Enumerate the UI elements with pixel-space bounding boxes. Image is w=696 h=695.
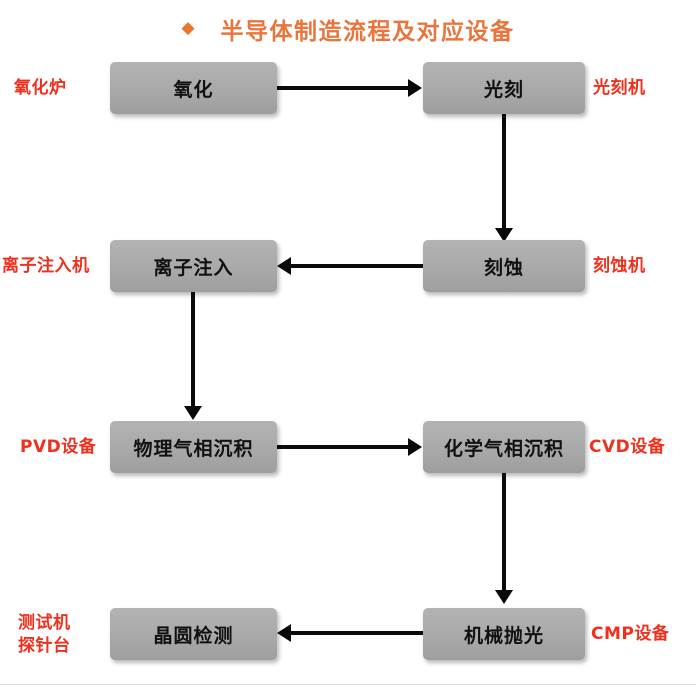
arrow-down-icon-ion-implantation-to-pvd [184,406,202,420]
arrow-right-icon-oxidation-to-photolithography [408,79,422,97]
process-box-etching[interactable]: 刻蚀 [423,240,585,292]
process-box-wafer-inspection[interactable]: 晶圆检测 [110,608,277,660]
equipment-label-cvd: CVD设备 [589,437,666,457]
process-box-photolithography[interactable]: 光刻 [423,62,585,114]
arrow-left-icon-cmp-to-wafer-inspection [277,624,291,642]
process-box-oxidation[interactable]: 氧化 [110,62,277,114]
process-box-cvd[interactable]: 化学气相沉积 [423,421,585,473]
arrow-left-icon-etching-to-ion-implantation [277,257,291,275]
connector-oxidation-to-photolithography [277,86,414,90]
connector-pvd-to-cvd [277,445,414,449]
connector-etching-to-ion-implantation [291,264,423,268]
equipment-label-oxidation: 氧化炉 [14,78,67,98]
connector-cvd-to-cmp [502,473,506,595]
diamond-bullet-icon: ◆ [181,17,195,38]
arrow-down-icon-photolithography-to-etching [495,228,513,242]
connector-cmp-to-wafer-inspection [291,631,423,635]
equipment-label-wafer-inspection-line1: 测试机 [18,613,71,633]
connector-ion-implantation-to-pvd [191,292,195,412]
arrow-right-icon-pvd-to-cvd [408,438,422,456]
equipment-label-photolithography: 光刻机 [593,78,646,98]
chart-title: ◆ 半导体制造流程及对应设备 [0,12,696,46]
connector-photolithography-to-etching [502,114,506,234]
equipment-label-pvd: PVD设备 [20,437,97,457]
process-box-pvd[interactable]: 物理气相沉积 [110,421,277,473]
process-box-ion-implantation[interactable]: 离子注入 [110,240,277,292]
equipment-label-wafer-inspection: 测试机 探针台 [18,612,71,658]
equipment-label-cmp: CMP设备 [591,624,670,644]
equipment-label-etching: 刻蚀机 [593,256,646,276]
page-title: 半导体制造流程及对应设备 [220,19,515,45]
process-box-cmp[interactable]: 机械抛光 [423,608,585,660]
equipment-label-ion-implantation: 离子注入机 [2,256,90,276]
arrow-down-icon-cvd-to-cmp [495,590,513,604]
footer-divider [0,684,696,685]
equipment-label-wafer-inspection-line2: 探针台 [18,635,71,656]
